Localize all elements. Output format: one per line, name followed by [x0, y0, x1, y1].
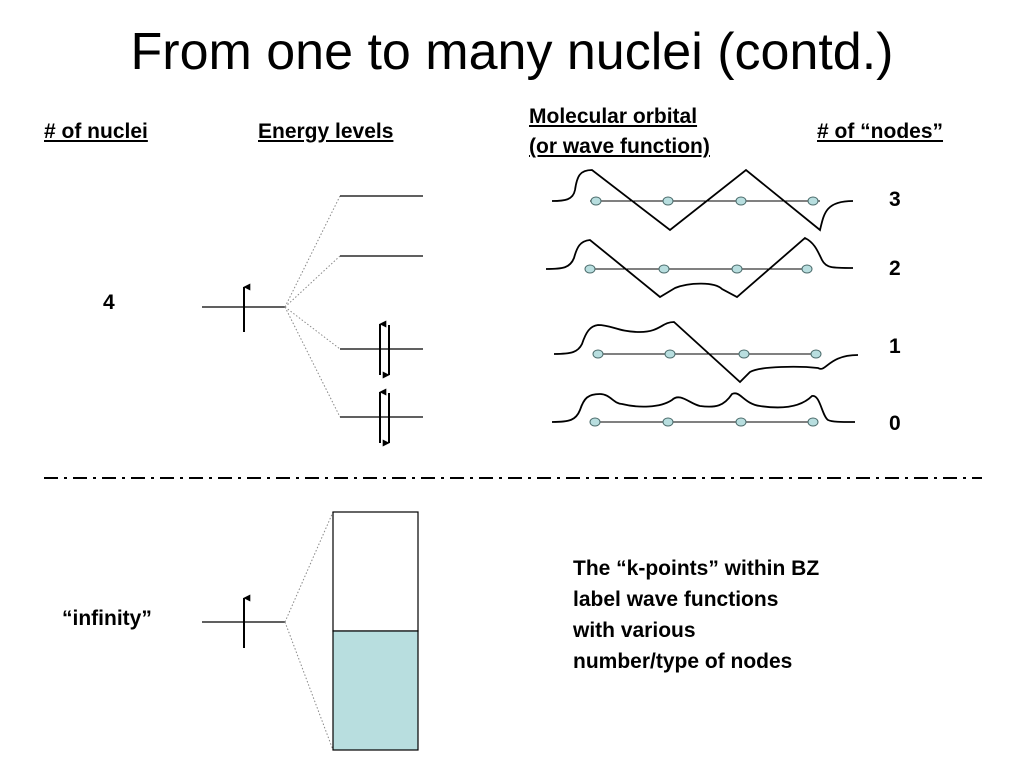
band-empty-region — [332, 511, 419, 632]
caption-line-3: with various — [573, 619, 696, 642]
page-title: From one to many nuclei (contd.) — [130, 23, 894, 81]
energy-level-diagram-four — [202, 195, 423, 447]
nucleus — [662, 417, 674, 427]
energy-band-diagram-infinity — [202, 511, 419, 751]
orbital-2-nodes — [545, 236, 854, 299]
molecular-orbitals — [545, 168, 859, 427]
nucleus — [584, 264, 596, 274]
nodes-count-header: # of “nodes” — [817, 120, 944, 143]
molecular-orbital-header-line2: (or wave function) — [529, 135, 710, 158]
nucleus — [738, 349, 750, 359]
correlation-lines — [284, 511, 334, 751]
nucleus — [810, 349, 822, 359]
caption-line-1: The “k-points” within BZ — [573, 557, 820, 580]
nucleus — [735, 196, 747, 206]
nucleus — [658, 264, 670, 274]
electron-pair-level-0 — [379, 388, 390, 447]
nucleus — [801, 264, 813, 274]
caption-line-2: label wave functions — [573, 588, 779, 611]
orbital-1-node — [553, 321, 859, 384]
nucleus — [592, 349, 604, 359]
nucleus — [735, 417, 747, 427]
band-filled-region — [332, 630, 419, 751]
node-count-3: 3 — [889, 188, 901, 211]
orbital-0-nodes — [551, 392, 856, 427]
nucleus — [807, 196, 819, 206]
nucleus — [662, 196, 674, 206]
orbital-3-nodes — [551, 168, 854, 232]
nucleus — [664, 349, 676, 359]
caption-line-4: number/type of nodes — [573, 650, 793, 673]
nuclei-count-four: 4 — [103, 291, 115, 314]
nuclei-count-header: # of nuclei — [44, 120, 148, 143]
nuclei-count-infinity: “infinity” — [62, 607, 152, 630]
nucleus — [589, 417, 601, 427]
k-points-caption: The “k-points” within BZ label wave func… — [573, 553, 903, 677]
molecular-orbital-header-line1: Molecular orbital — [529, 105, 698, 128]
molecular-orbital-header: Molecular orbital (or wave function) — [529, 102, 710, 162]
node-count-0: 0 — [889, 412, 901, 435]
nucleus — [731, 264, 743, 274]
correlation-lines — [284, 195, 341, 418]
nucleus — [807, 417, 819, 427]
node-count-1: 1 — [889, 335, 901, 358]
node-count-2: 2 — [889, 257, 901, 280]
electron-pair-level-1 — [379, 320, 390, 379]
nucleus — [590, 196, 602, 206]
energy-levels-header: Energy levels — [258, 120, 394, 143]
